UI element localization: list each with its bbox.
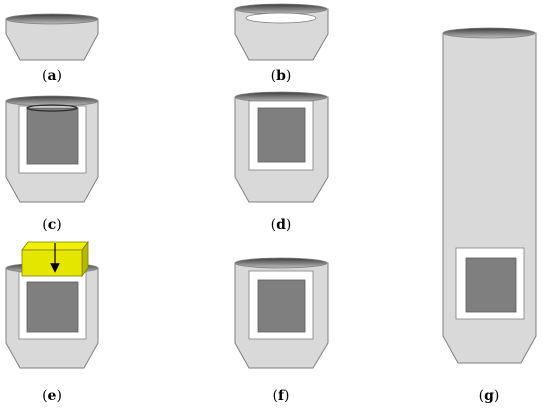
- hopper-funnel: [5, 18, 99, 61]
- press-block-front: [21, 249, 83, 277]
- panel-d: [234, 91, 329, 203]
- insert-top-opening: [26, 104, 78, 112]
- label-f: (f): [273, 388, 290, 404]
- label-b: (b): [271, 68, 292, 84]
- label-g: (g): [479, 388, 500, 404]
- panel-b: [234, 3, 329, 61]
- insert-core: [26, 107, 79, 165]
- panel-a: [5, 13, 99, 61]
- label-c: (c): [42, 217, 61, 233]
- panel-f: [234, 257, 329, 369]
- label-e: (e): [42, 388, 62, 404]
- container-rim: [234, 91, 328, 103]
- insert-core: [257, 107, 306, 163]
- insert-core: [26, 281, 79, 333]
- column-rim: [442, 27, 536, 39]
- insert-core: [465, 257, 517, 313]
- panel-c: [5, 95, 99, 203]
- label-d: (d): [271, 217, 292, 233]
- panel-e: [5, 240, 99, 369]
- container-rim: [234, 257, 328, 269]
- insert-ring: [245, 12, 317, 24]
- label-a: (a): [42, 68, 62, 84]
- hopper-rim: [5, 13, 99, 25]
- hopper-rim: [234, 3, 328, 15]
- panel-g: [442, 27, 537, 364]
- insert-core: [257, 279, 306, 333]
